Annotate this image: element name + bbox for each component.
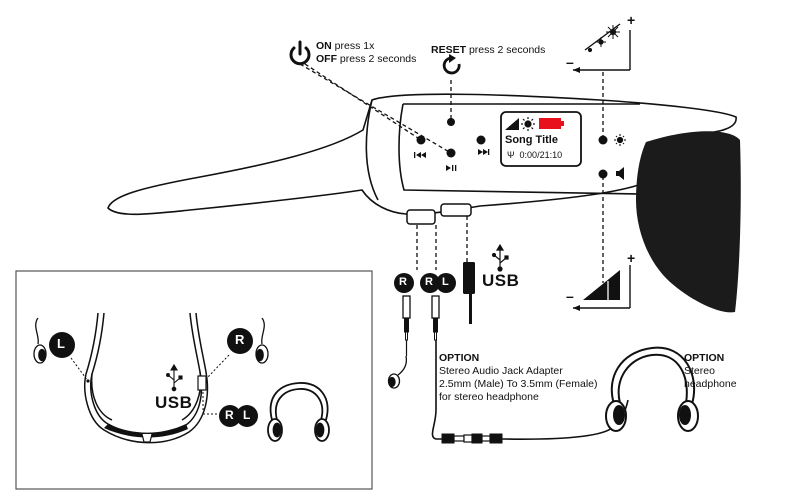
brightness-icon: [521, 117, 535, 131]
inset-badge-r2: [219, 405, 241, 427]
volume-minus: –: [566, 288, 574, 304]
song-title: Song Title: [505, 134, 558, 146]
inset-badge-r: [227, 328, 253, 354]
inset-port: [197, 375, 207, 391]
volume-scale: [573, 265, 631, 309]
usb-glyph-icon: Ψ: [507, 150, 515, 160]
inset-headphone: [267, 382, 330, 442]
usb-port: [440, 203, 472, 217]
brightness-minus: –: [566, 54, 574, 70]
inset-badge-l: [49, 332, 75, 358]
reset-action: press 2 seconds: [468, 44, 546, 56]
lens: [636, 131, 741, 313]
usb-symbol-icon: [491, 243, 509, 272]
battery-icon: [539, 118, 561, 129]
option-headphone-line2: headphone: [684, 378, 737, 390]
inset-usb-icon: [166, 363, 183, 392]
reset-icon: [442, 56, 461, 75]
lens-strip-inset: [104, 424, 188, 438]
adapter-connector: [441, 433, 503, 444]
play-pause-icon: [446, 165, 457, 171]
reset-heading: RESET: [431, 44, 467, 56]
option-headphone-heading: OPTION: [684, 352, 725, 364]
power-off-action: press 2 seconds: [339, 53, 417, 65]
signal-icon: [505, 118, 519, 130]
badge-r-2: [420, 273, 440, 293]
inset-panel: [15, 270, 373, 490]
option-headphone-line1: Stereo: [684, 365, 715, 377]
power-on-action: press 1x: [334, 40, 375, 52]
inset-leaders: [70, 354, 230, 415]
brightness-button-icon: [614, 134, 626, 146]
option-headphone-text: OPTION Stereo headphone: [684, 352, 737, 391]
earbud-r: [387, 355, 408, 389]
headphone-large: [605, 346, 699, 432]
brightness-plus: +: [627, 12, 636, 28]
usb-cable: [463, 262, 475, 324]
inset-earbud-l: [33, 317, 47, 364]
inset-badge-l2-letter: L: [243, 408, 251, 422]
badge-l-1-letter: L: [442, 276, 449, 288]
adapter-cable: [431, 340, 442, 440]
brightness-levels-icon: [587, 25, 620, 53]
badge-l-1: [436, 273, 456, 293]
option-adapter-text: OPTION Stereo Audio Jack Adapter 2.5mm (…: [439, 352, 598, 404]
power-off-label: OFF: [316, 53, 337, 65]
adapter-plug: [431, 295, 440, 341]
option-adapter-heading: OPTION: [439, 352, 480, 364]
track-time: 0:00/21:10: [519, 150, 563, 160]
inset-earbud-r: [255, 317, 269, 364]
power-label: ON press 1x OFF press 2 seconds: [316, 40, 416, 66]
option-adapter-line2: 2.5mm (Male) To 3.5mm (Female): [439, 378, 598, 390]
audio-port: [406, 209, 436, 225]
inset-badge-l2: [236, 405, 258, 427]
earphone-plug-r: [402, 295, 411, 356]
leader-lines: [299, 63, 604, 283]
track-time-row: Ψ 0:00/21:10: [507, 150, 562, 160]
power-icon: [289, 40, 311, 66]
option-adapter-line3: for stereo headphone: [439, 391, 539, 403]
usb-label: USB: [482, 271, 520, 290]
power-on-label: ON: [316, 40, 332, 52]
next-icon: [478, 149, 490, 155]
badge-r-1-letter: R: [399, 276, 407, 288]
volume-wedge: [583, 270, 620, 300]
brightness-scale: [573, 23, 631, 71]
option-adapter-line1: Stereo Audio Jack Adapter: [439, 365, 563, 377]
inset-usb-label: USB: [155, 393, 193, 412]
inset-badge-r-letter: R: [235, 332, 245, 347]
inset-badge-l-letter: L: [57, 336, 65, 351]
control-buttons: [416, 118, 608, 179]
prev-icon: [414, 152, 426, 158]
inset-badge-r2-letter: R: [225, 408, 234, 422]
reset-label: RESET press 2 seconds: [431, 44, 545, 57]
volume-plus: +: [627, 250, 636, 266]
volume-icon: [616, 167, 624, 180]
badge-r-1: [394, 273, 414, 293]
badge-r-2-letter: R: [425, 276, 433, 288]
